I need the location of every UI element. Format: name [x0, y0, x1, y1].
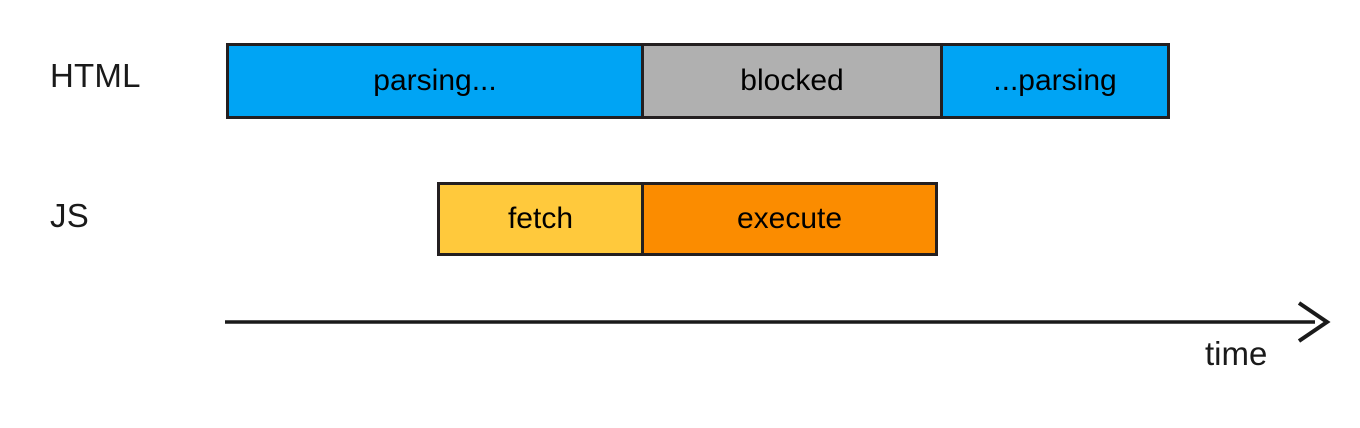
timeline-bar-html: parsing... blocked ...parsing — [226, 43, 1170, 119]
segment-blocked: blocked — [641, 46, 940, 116]
time-axis-arrow — [225, 301, 1331, 343]
timeline-bar-js: fetch execute — [437, 182, 938, 256]
segment-parsing-end: ...parsing — [940, 46, 1167, 116]
segment-execute: execute — [641, 185, 935, 253]
time-axis-arrowhead — [1297, 301, 1331, 343]
segment-fetch: fetch — [440, 185, 641, 253]
segment-parsing-start: parsing... — [229, 46, 641, 116]
time-axis-label: time — [1205, 335, 1268, 372]
row-label-html: HTML — [50, 57, 141, 94]
row-label-js: JS — [50, 197, 89, 234]
